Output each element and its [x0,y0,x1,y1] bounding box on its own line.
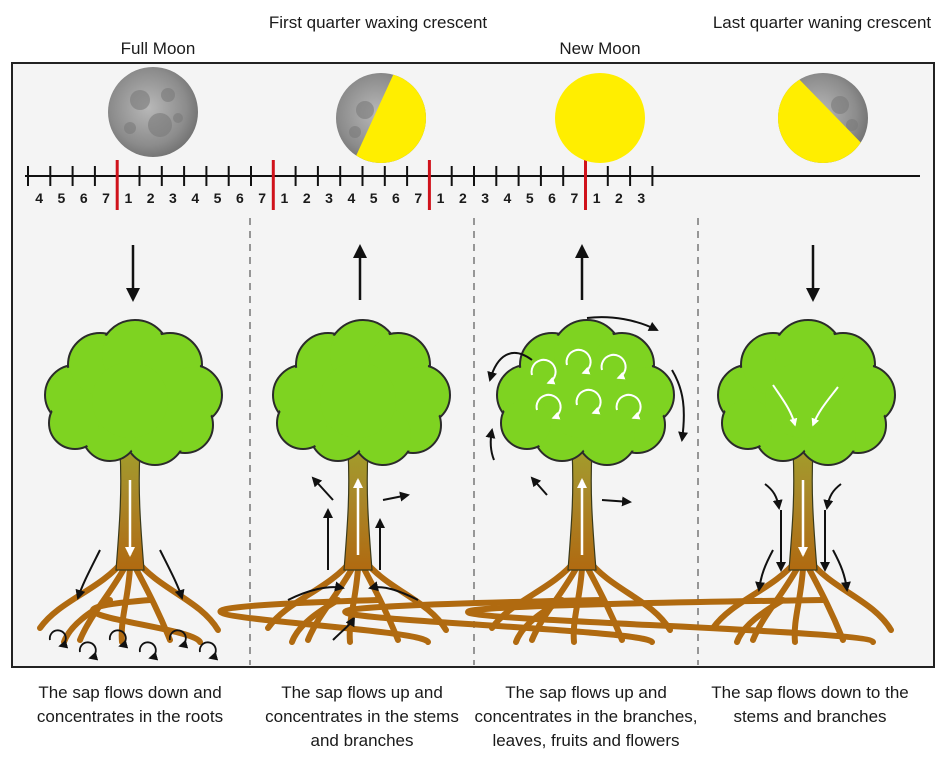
caption-full-moon: The sap flows down and concentrates in t… [18,681,242,729]
timeline-number: 4 [191,190,199,206]
tree-foliage [497,320,674,465]
tree-roots [220,560,446,642]
moon-new [555,73,645,163]
tree-1 [40,320,222,658]
timeline-number: 1 [281,190,289,206]
timeline-number: 4 [35,190,43,206]
timeline-number: 6 [236,190,244,206]
arrow-up-2 [353,244,367,300]
timeline-number: 5 [58,190,66,206]
timeline-number: 7 [102,190,110,206]
moon-first-quarter [336,60,440,180]
timeline-number: 2 [615,190,623,206]
timeline-number: 1 [593,190,601,206]
timeline-number: 6 [392,190,400,206]
timeline-number: 3 [481,190,489,206]
moon-full [108,67,198,157]
caption-new-moon: The sap flows up and concentrates in the… [474,681,698,753]
timeline-number: 2 [459,190,467,206]
timeline-number: 2 [303,190,311,206]
timeline-number: 5 [370,190,378,206]
timeline-number: 2 [147,190,155,206]
timeline-number: 3 [325,190,333,206]
timeline-number: 4 [347,190,355,206]
arrow-down-4 [806,245,820,302]
timeline-number: 7 [258,190,266,206]
timeline-number: 3 [637,190,645,206]
moon-last-quarter [770,60,870,180]
timeline-number: 5 [526,190,534,206]
caption-last-quarter: The sap flows down to the stems and bran… [698,681,922,729]
tree-foliage [273,320,450,465]
tree-foliage [718,320,895,465]
arrow-up-3 [575,244,589,300]
tree-2 [220,320,450,642]
timeline-number: 7 [570,190,578,206]
timeline-number: 5 [214,190,222,206]
timeline-number: 1 [437,190,445,206]
arrow-down-1 [126,245,140,302]
timeline-number: 3 [169,190,177,206]
timeline-number: 7 [414,190,422,206]
timeline-number: 1 [124,190,132,206]
tree-foliage [45,320,222,465]
tree-roots [40,560,218,642]
caption-first-quarter: The sap flows up and concentrates in the… [250,681,474,753]
timeline-number: 6 [80,190,88,206]
timeline-number: 4 [504,190,512,206]
timeline-number: 6 [548,190,556,206]
